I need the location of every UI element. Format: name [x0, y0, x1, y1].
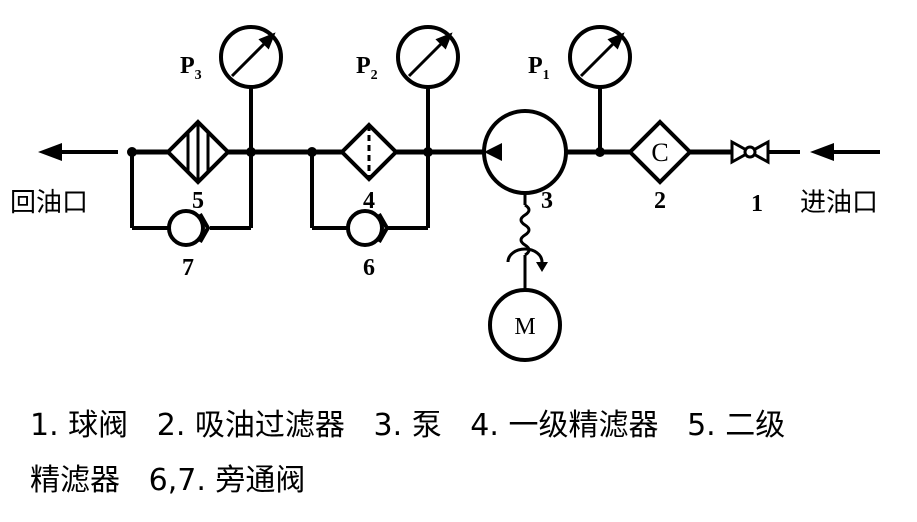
gauge-p2-label: P2: [356, 53, 378, 83]
inlet-port-label: 进油口: [800, 188, 878, 217]
component-6-label: 6: [363, 255, 375, 281]
bypass-loop-6: [310, 152, 430, 230]
motor: M: [488, 288, 562, 362]
bypass-valve-6: [346, 209, 390, 247]
component-2-label: 2: [654, 188, 666, 214]
component-4-label: 4: [363, 188, 375, 214]
return-port-label: 回油口: [10, 188, 88, 217]
gauge-p2: [396, 25, 460, 152]
primary-filter-4: [339, 122, 399, 182]
figure-caption: 1. 球阀 2. 吸油过滤器 3. 泵 4. 一级精滤器 5. 二级 精滤器 6…: [30, 398, 900, 508]
filter-c-label: C: [651, 138, 668, 167]
bypass-loop-7: [130, 152, 253, 230]
caption-line-1: 1. 球阀 2. 吸油过滤器 3. 泵 4. 一级精滤器 5. 二级: [30, 408, 786, 443]
suction-filter-2: C: [627, 119, 693, 185]
outlet-arrow: [38, 143, 118, 161]
gauge-p1: [568, 25, 632, 152]
pump-3: [482, 109, 568, 195]
hydraulic-schematic: C M P: [10, 25, 880, 362]
gauge-p3: [219, 25, 283, 152]
caption-line-2: 精滤器 6,7. 旁通阀: [30, 463, 306, 498]
component-7-label: 7: [182, 255, 194, 281]
gauge-p1-label: P1: [528, 53, 550, 83]
secondary-filter-5: [165, 119, 231, 185]
inlet-arrow: [810, 143, 880, 161]
gauge-p3-label: P3: [180, 53, 202, 83]
component-3-label: 3: [541, 188, 553, 214]
component-5-label: 5: [192, 188, 204, 214]
component-1-label: 1: [751, 191, 763, 217]
ball-valve-1: [730, 139, 800, 165]
motor-label: M: [514, 314, 535, 340]
shaft-coupling: [506, 193, 548, 290]
bypass-valve-7: [167, 209, 211, 247]
